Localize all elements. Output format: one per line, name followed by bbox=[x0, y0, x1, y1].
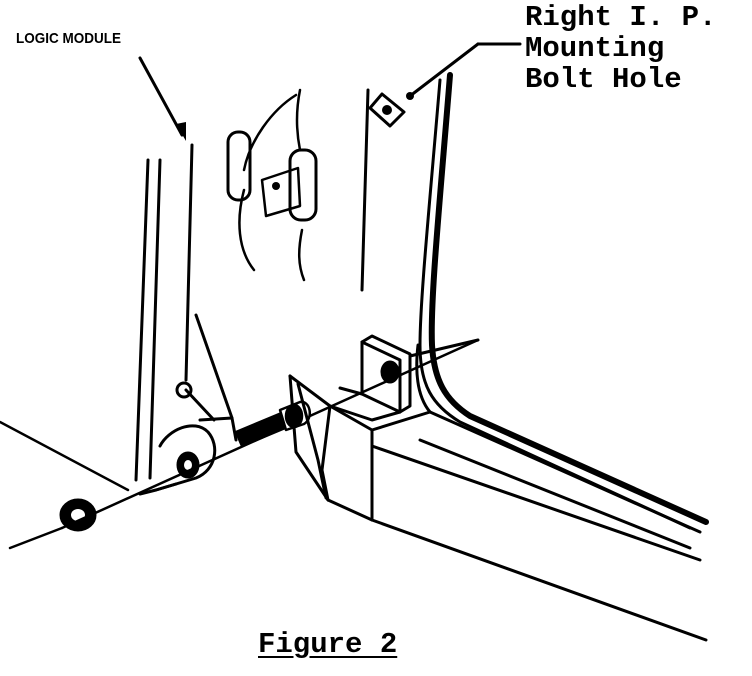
right-side-panel bbox=[360, 72, 709, 530]
wire-harness bbox=[226, 88, 318, 282]
callout-leader bbox=[406, 42, 522, 100]
floor-lines bbox=[0, 420, 130, 550]
sill-structure bbox=[288, 374, 708, 642]
callout-line-2: Mounting bbox=[525, 32, 665, 65]
logic-module-panel bbox=[134, 143, 238, 482]
floor-bracket bbox=[328, 334, 480, 422]
mounting-bolt-hole bbox=[368, 92, 406, 128]
threaded-bolt bbox=[234, 400, 312, 448]
figure-caption: Figure 2 bbox=[258, 628, 398, 661]
callout-line-1: Right I. P. bbox=[525, 1, 717, 34]
logic-module-leader bbox=[138, 56, 186, 141]
callout-line-3: Bolt Hole bbox=[525, 63, 682, 96]
logic-module-label: LOGIC MODULE bbox=[16, 30, 122, 47]
logic-module-bracket bbox=[138, 381, 217, 496]
mounting-bolt-hole-label: Right I. P. Mounting Bolt Hole bbox=[525, 2, 716, 95]
